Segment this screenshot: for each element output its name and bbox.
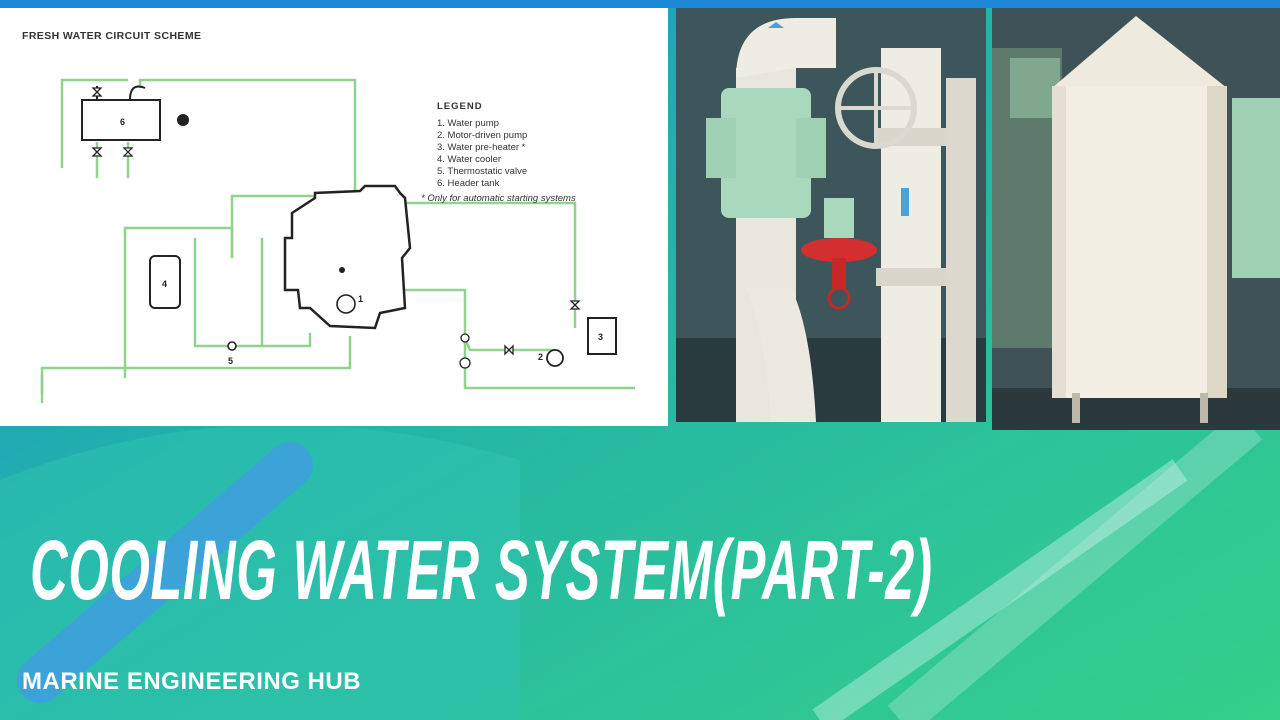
tank-photo <box>992 8 1280 430</box>
legend-title: LEGEND <box>437 101 483 112</box>
legend-item: 6. Header tank <box>437 178 500 189</box>
circuit-diagram: 6 1 4 5 3 2 <box>40 78 635 403</box>
engine-outline <box>283 184 412 330</box>
channel-name: MARINE ENGINEERING HUB <box>22 668 362 695</box>
circuit-diagram-panel: FRESH WATER CIRCUIT SCHEME 6 <box>0 8 668 426</box>
valve-photo <box>676 8 986 422</box>
water-pre-heater <box>587 317 617 355</box>
svg-text:2: 2 <box>538 352 543 362</box>
legend-note: * Only for automatic starting systems <box>421 193 576 204</box>
legend-item: 1. Water pump <box>437 118 499 129</box>
diagram-legend: LEGEND 1. Water pump 2. Motor-driven pum… <box>437 101 527 190</box>
svg-text:6: 6 <box>120 117 125 127</box>
header-tank: 6 <box>81 85 189 141</box>
legend-item: 2. Motor-driven pump <box>437 130 528 141</box>
legend-item: 5. Thermostatic valve <box>437 166 528 177</box>
water-cooler <box>149 255 181 309</box>
video-title: COOLING WATER SYSTEM(PART-2) <box>30 523 933 617</box>
tank-illustration <box>992 8 1280 430</box>
diagram-title: FRESH WATER CIRCUIT SCHEME <box>22 30 202 42</box>
valve-illustration <box>676 8 986 422</box>
legend-item: 4. Water cooler <box>437 154 502 165</box>
svg-text:1: 1 <box>358 294 363 304</box>
svg-text:4: 4 <box>162 279 167 289</box>
svg-text:5: 5 <box>228 356 233 366</box>
svg-text:3: 3 <box>598 332 603 342</box>
legend-item: 3. Water pre-heater * <box>437 142 526 153</box>
